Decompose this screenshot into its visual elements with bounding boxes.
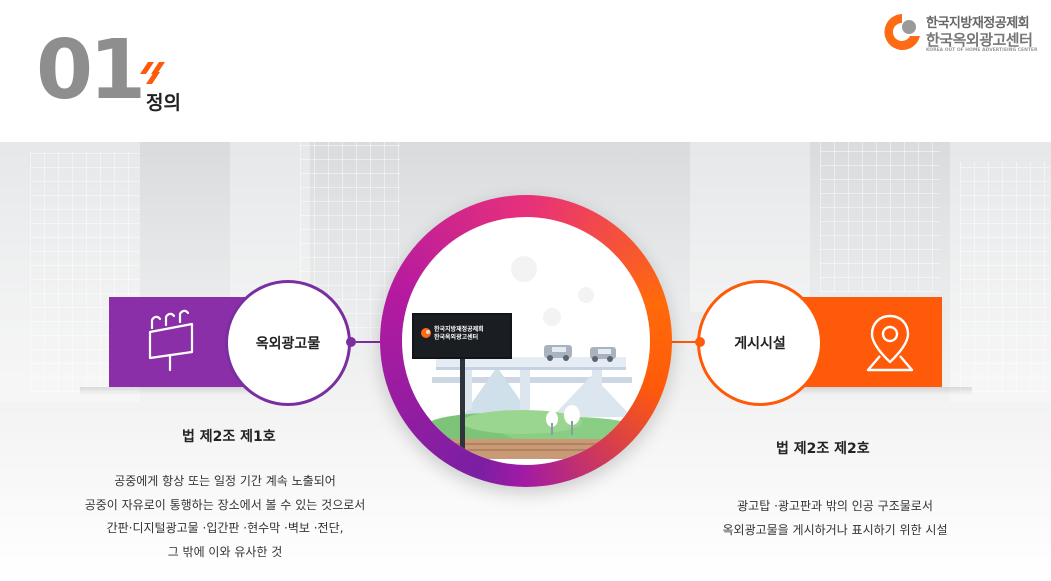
left-connector-dot [346,337,356,347]
right-connector-dot [695,337,705,347]
location-pin-icon [862,312,918,374]
center-illustration: 한국지방재정공제회 한국옥외광고센터 [402,217,650,465]
display-facility-description: 광고탑 ·광고판과 밖의 인공 구조물로서 옥외광고물을 게시하거나 표시하기 … [650,494,1020,542]
billboard-scene-illustration: 한국지방재정공제회 한국옥외광고센터 [402,217,650,465]
org-logo: 한국지방재정공제회 한국옥외광고센터 KOREA OUT OF HOME ADV… [880,8,1042,58]
description-line: 간판·디지털광고물 ·입간판 ·현수막 ·벽보 ·전단, [40,517,410,541]
description-line: 그 밖에 이와 유사한 것 [40,541,410,565]
billboard-icon [142,308,198,372]
outdoor-ad-circle: 옥외광고물 [225,280,351,406]
law-reference-right: 법 제2조 제2호 [776,438,870,458]
billboard-text-line2: 한국옥외광고센터 [434,333,478,341]
right-bar-shadow [792,387,972,395]
slash-accent-icon [140,62,172,84]
org-name-line2: 한국옥외광고센터 [926,29,1032,50]
org-logo-mark-icon [880,10,924,54]
section-title: 정의 [146,88,181,115]
section-number: 01 [36,30,142,112]
org-name-english: KOREA OUT OF HOME ADVERTISING CENTER [926,48,1037,53]
display-facility-circle: 게시시설 [697,280,823,406]
description-line: 공중이 자유로이 통행하는 장소에서 볼 수 있는 것으로서 [40,494,410,518]
page-header: 01 정의 한국지방재정공제회 한국옥외광고센터 KOREA OUT OF HO… [0,0,1051,142]
billboard-text-line1: 한국지방재정공제회 [434,325,484,333]
outdoor-ad-description: 공중에게 항상 또는 일정 기간 계속 노출되어 공중이 자유로이 통행하는 장… [40,470,410,564]
left-bar-shadow [80,387,260,395]
description-line: 광고탑 ·광고판과 밖의 인공 구조물로서 [650,494,1020,518]
description-line: 옥외광고물을 게시하거나 표시하기 위한 시설 [650,518,1020,542]
law-reference-left: 법 제2조 제1호 [182,426,276,446]
description-line: 공중에게 항상 또는 일정 기간 계속 노출되어 [40,470,410,494]
